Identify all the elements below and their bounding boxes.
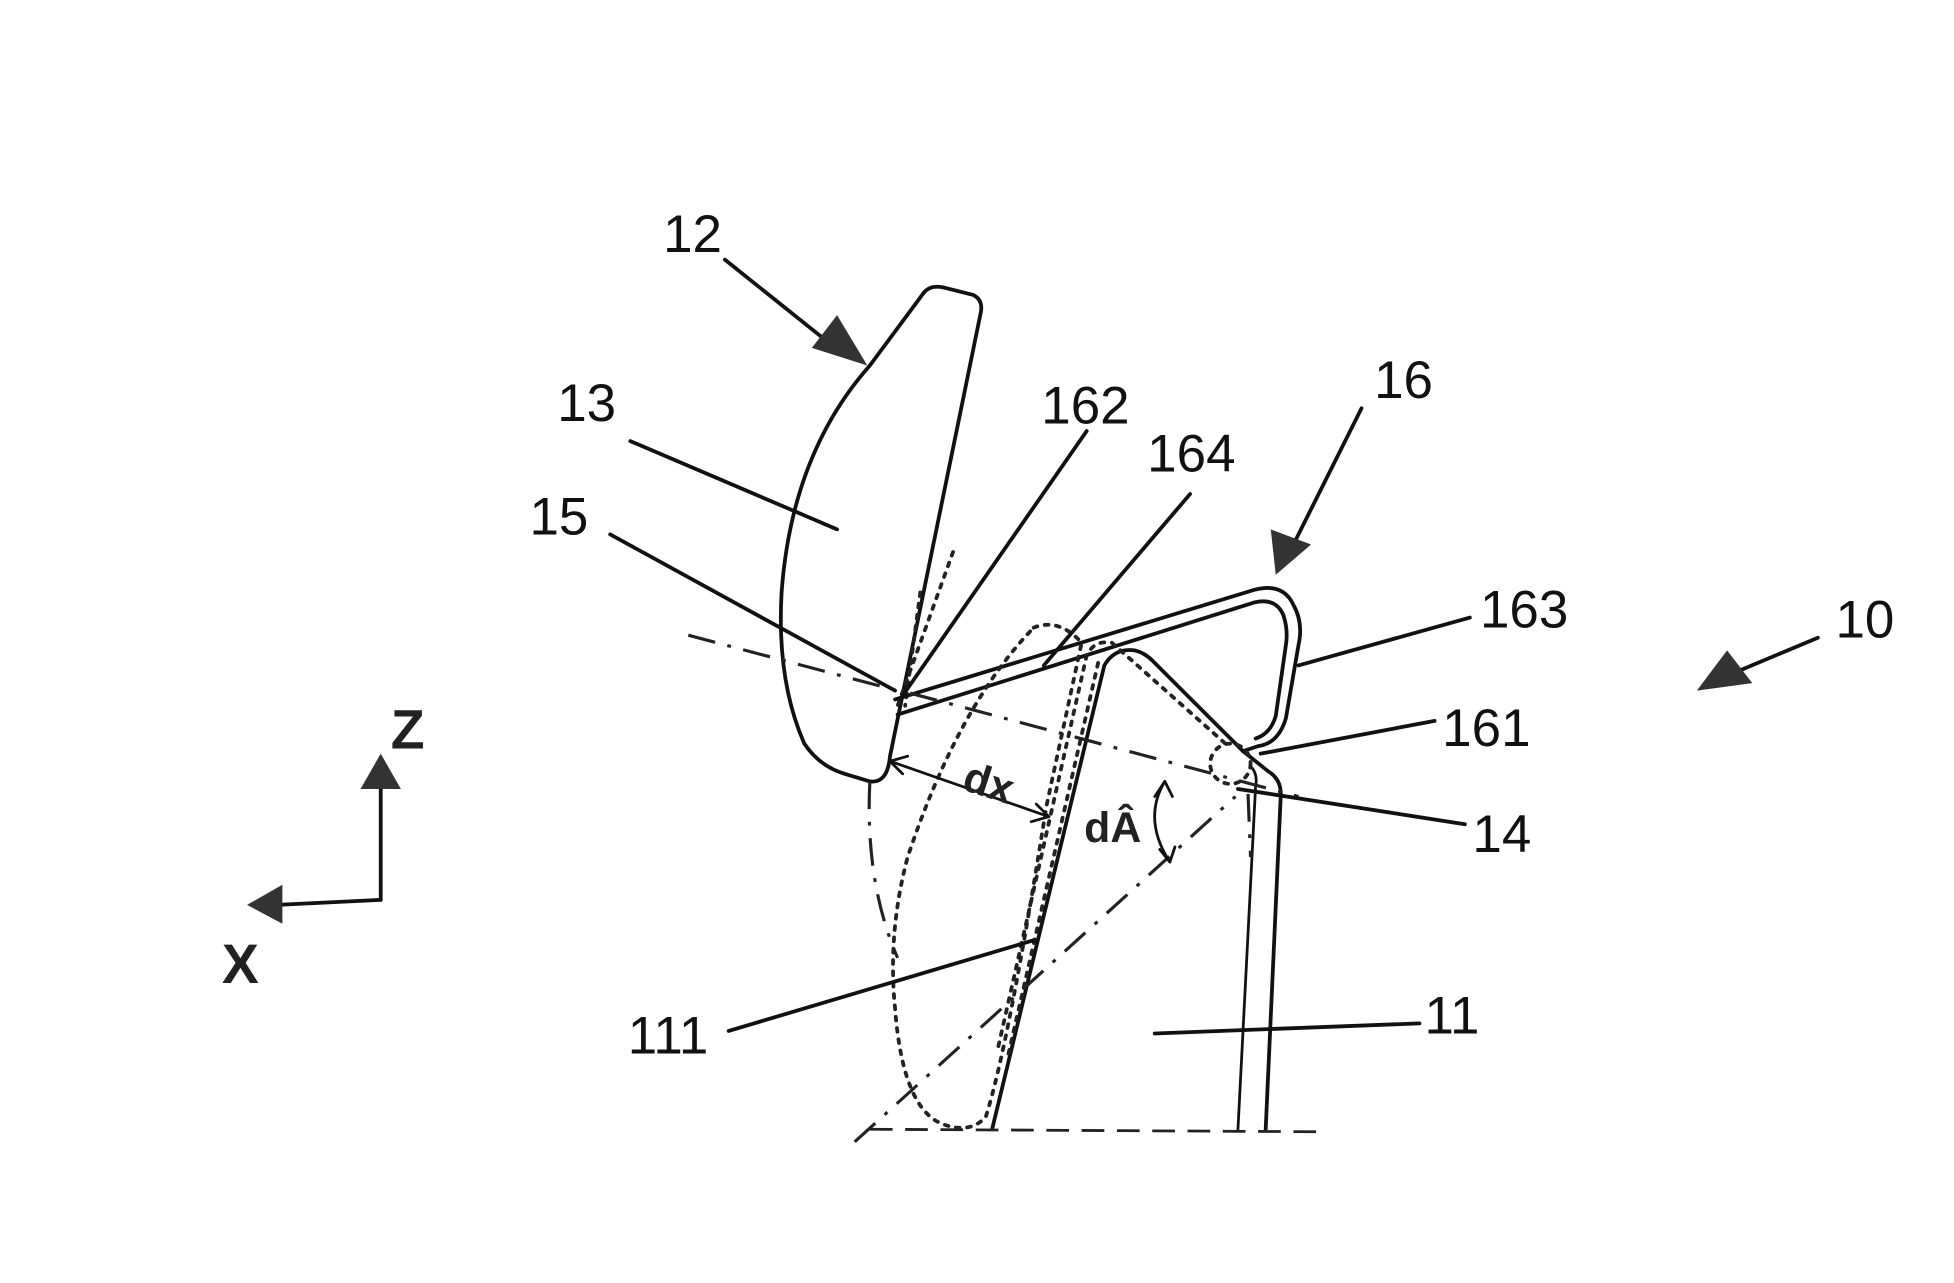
alternate-headrest-position <box>891 622 1084 1130</box>
base-alt-top <box>1109 640 1228 746</box>
ground-line <box>869 1127 1319 1134</box>
arrow-16-icon <box>1270 529 1312 575</box>
label-10: 10 <box>1835 591 1894 650</box>
dx-dimension-line <box>888 759 1051 819</box>
headrest-12 <box>778 284 984 784</box>
label-12: 12 <box>663 205 722 264</box>
label-111: 111 <box>628 1007 708 1066</box>
bracket-inner <box>895 599 1289 741</box>
base-alt-edge <box>996 640 1112 1048</box>
arrow-12-icon <box>811 315 868 366</box>
leader-12 <box>722 257 834 348</box>
headrest-hidden-line-2 <box>895 550 955 708</box>
label-163: 163 <box>1480 581 1568 640</box>
label-15: 15 <box>529 487 588 546</box>
reference-line-1 <box>687 633 898 693</box>
leaders <box>608 257 1820 1036</box>
leader-111 <box>726 938 1036 1033</box>
leader-163 <box>1296 615 1472 668</box>
z-axis-arrow-icon <box>360 753 401 789</box>
base-alt-edge-2 <box>1006 655 1102 1056</box>
label-11: 11 <box>1425 986 1480 1045</box>
reference-line-5 <box>1246 793 1253 858</box>
label-161: 161 <box>1442 699 1530 758</box>
pivot-circle <box>1208 741 1253 786</box>
leader-14 <box>1236 787 1467 827</box>
angle-arrow-down-icon <box>1158 845 1177 864</box>
x-axis-label: X <box>222 933 259 995</box>
headrest-outline <box>778 284 984 784</box>
leader-11 <box>1152 1021 1422 1036</box>
base-front-edge <box>990 648 1283 1132</box>
dx-arrow-left-icon <box>888 754 910 776</box>
leader-162 <box>900 429 1089 698</box>
bracket-16 <box>893 586 1303 754</box>
z-axis-label: Z <box>391 699 425 761</box>
base-rear-edge <box>1236 764 1258 1131</box>
x-axis-arrow-icon <box>247 884 283 924</box>
reference-labels: 12 13 15 162 164 16 163 10 161 14 111 11 <box>529 205 1894 1066</box>
bracket-outer <box>893 586 1303 754</box>
leader-16 <box>1294 406 1364 542</box>
label-164: 164 <box>1147 424 1235 483</box>
coordinate-axes: Z X <box>222 699 425 995</box>
leader-13 <box>628 439 839 532</box>
arrow-10-icon <box>1696 650 1753 691</box>
x-axis-line <box>275 897 383 907</box>
angle-dimension: dÂ <box>1084 780 1177 864</box>
reference-line-2 <box>909 691 1299 799</box>
label-16: 16 <box>1374 351 1433 410</box>
label-162: 162 <box>1041 376 1129 435</box>
label-13: 13 <box>557 374 616 433</box>
dx-arrow-right-icon <box>1029 802 1051 824</box>
angle-label: dÂ <box>1084 803 1141 852</box>
leader-164 <box>1041 492 1192 668</box>
reference-line-3 <box>867 781 900 959</box>
dx-dimension: dx <box>888 753 1051 824</box>
leader-161 <box>1258 719 1437 756</box>
leader-15 <box>608 532 897 693</box>
label-14: 14 <box>1472 805 1531 864</box>
angle-arrow-up-icon <box>1153 780 1174 798</box>
leader-10 <box>1737 635 1820 673</box>
